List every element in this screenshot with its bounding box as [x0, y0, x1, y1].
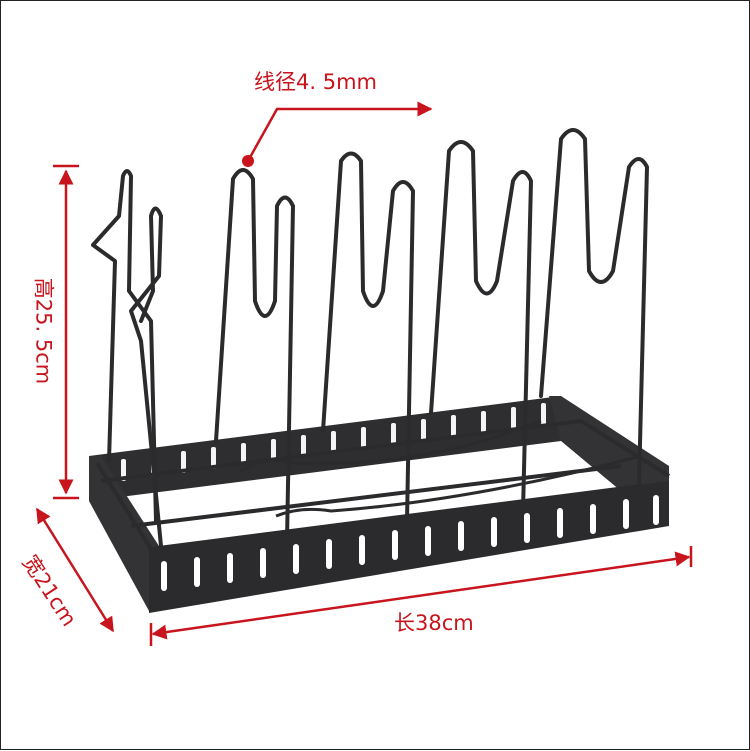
length-dimension-line: [149, 546, 693, 646]
back-rail: [89, 396, 561, 501]
height-dimension-line: [53, 164, 79, 500]
left-end-frame: [89, 456, 159, 611]
wire-dividers: [91, 128, 649, 548]
wire-diameter-label: 线径4. 5mm: [254, 70, 377, 94]
pot-lid-rack-icon: [89, 128, 671, 613]
dimension-annotations: [35, 101, 693, 646]
width-dimension-line: [35, 507, 115, 633]
length-label: 长38cm: [394, 611, 474, 635]
side-wires: [240, 419, 642, 518]
wire-diameter-pointer: [242, 101, 433, 167]
height-label: 高25. 5cm: [31, 277, 56, 385]
